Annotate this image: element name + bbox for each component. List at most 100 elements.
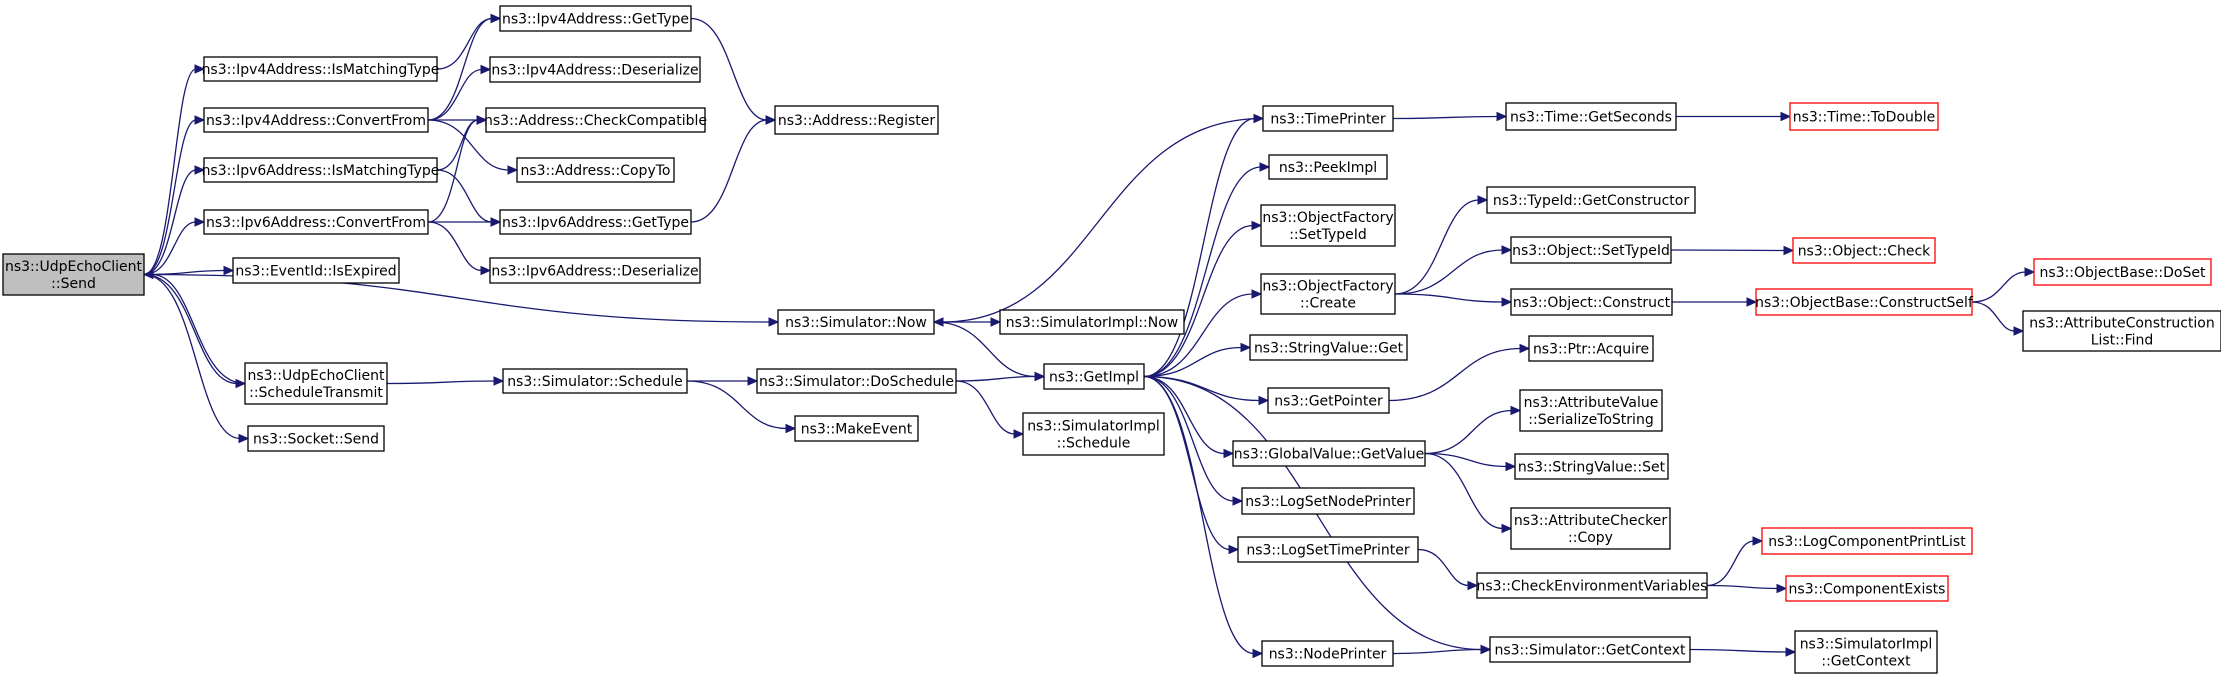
edge-ofCreate-typeIdGetCtor [1394, 199, 1480, 295]
node-logSetTimePrinter[interactable]: ns3::LogSetTimePrinter [1237, 536, 1419, 563]
node-label: ns3::LogSetNodePrinter [1245, 494, 1411, 510]
node-box [499, 209, 692, 235]
node-label: ::Send [51, 276, 96, 292]
node-gvGetValue[interactable]: ns3::GlobalValue::GetValue [1232, 440, 1426, 467]
edge-root-ipv4IsMatching [143, 68, 197, 276]
node-addrCopyTo[interactable]: ns3::Address::CopyTo [516, 157, 675, 183]
node-label: ns3::SimulatorImpl [1027, 419, 1160, 435]
node-box [502, 368, 688, 394]
node-checkEnvVars[interactable]: ns3::CheckEnvironmentVariables [1476, 572, 1708, 599]
arrowhead-objSetTypeId-objCheck [1783, 245, 1795, 256]
node-simImplSchedule[interactable]: ns3::SimulatorImpl::Schedule [1022, 412, 1165, 456]
node-ofCreate[interactable]: ns3::ObjectFactory::Create [1260, 273, 1396, 315]
node-attrCheckerCopy[interactable]: ns3::AttributeChecker::Copy [1510, 507, 1671, 550]
node-simImplGetContext[interactable]: ns3::SimulatorImpl::GetContext [1794, 630, 1938, 674]
node-simSchedule[interactable]: ns3::Simulator::Schedule [502, 368, 688, 394]
node-getImpl[interactable]: ns3::GetImpl [1043, 363, 1145, 390]
node-ofSetTypeId[interactable]: ns3::ObjectFactory::SetTypeId [1260, 204, 1396, 247]
node-timePrinter[interactable]: ns3::TimePrinter [1262, 105, 1394, 132]
node-timeToDouble[interactable]: ns3::Time::ToDouble [1789, 102, 1939, 131]
arrowhead-timeGetSeconds-timeToDouble [1780, 111, 1792, 122]
edge-getImpl-logSetTimePrinter [1143, 375, 1231, 551]
arrowhead-ipv6Convert-addrCheck [476, 115, 488, 125]
node-root[interactable]: ns3::UdpEchoClient::Send [2, 253, 145, 296]
arrowhead-timePrinter-timeGetSeconds [1496, 111, 1508, 122]
edge-getPointer-ptrAcquire [1388, 347, 1522, 402]
node-box [1486, 186, 1696, 214]
node-timeGetSeconds[interactable]: ns3::Time::GetSeconds [1505, 102, 1677, 131]
edge-simDoSchedule-getImpl [955, 375, 1037, 382]
node-simNow[interactable]: ns3::Simulator::Now [777, 309, 935, 335]
node-objBaseConstructSelf[interactable]: ns3::ObjectBase::ConstructSelf [1755, 288, 1974, 316]
node-box [1476, 572, 1708, 599]
edge-ipv4Convert-addrCopyTo [427, 119, 510, 171]
node-objSetTypeId[interactable]: ns3::Object::SetTypeId [1510, 236, 1672, 264]
node-label: ns3::Ipv4Address::ConvertFrom [206, 113, 426, 129]
node-simGetContext[interactable]: ns3::Simulator::GetContext [1489, 636, 1691, 663]
edge-getImpl-ofCreate [1143, 293, 1254, 378]
arrowhead-getImpl-gvGetValue [1223, 448, 1235, 459]
node-logSetNodePrinter[interactable]: ns3::LogSetNodePrinter [1241, 487, 1415, 515]
node-label: ns3::GetPointer [1274, 394, 1383, 410]
node-box [1232, 440, 1426, 467]
node-typeIdGetCtor[interactable]: ns3::TypeId::GetConstructor [1486, 186, 1696, 214]
node-makeEvent[interactable]: ns3::MakeEvent [794, 415, 919, 442]
node-box [1022, 412, 1165, 456]
node-box [1792, 237, 1936, 264]
node-box [1489, 636, 1691, 663]
arrowhead-root-ipv6IsMatching [194, 165, 206, 175]
node-attrValueSerialize[interactable]: ns3::AttributeValue::SerializeToString [1519, 389, 1663, 432]
node-label: ns3::Ipv6Address::ConvertFrom [206, 215, 426, 231]
node-ipv4IsMatching[interactable]: ns3::Ipv4Address::IsMatchingType [202, 56, 440, 82]
node-componentExists[interactable]: ns3::ComponentExists [1785, 575, 1949, 602]
node-label: ::ScheduleTransmit [249, 385, 383, 401]
node-simImplNow[interactable]: ns3::SimulatorImpl::Now [999, 309, 1185, 335]
edge-getImpl-nodePrinter [1143, 375, 1255, 655]
edge-root-udpSchedule [143, 273, 238, 385]
node-ipv6IsMatching[interactable]: ns3::Ipv6Address::IsMatchingType [202, 157, 440, 183]
node-ptrAcquire[interactable]: ns3::Ptr::Acquire [1528, 335, 1654, 362]
arrowhead-root-eventIdExpired [223, 265, 235, 276]
node-label: ns3::LogComponentPrintList [1768, 534, 1966, 550]
node-label: ns3::Object::Construct [1513, 295, 1671, 311]
node-box [756, 368, 957, 394]
edge-timePrinter-timeGetSeconds [1392, 115, 1499, 120]
node-objCheck[interactable]: ns3::Object::Check [1792, 237, 1936, 264]
arrowhead-gvGetValue-stringValueSet [1505, 461, 1517, 472]
node-nodePrinter[interactable]: ns3::NodePrinter [1261, 640, 1394, 667]
node-peekImpl[interactable]: ns3::PeekImpl [1268, 154, 1388, 180]
node-ipv4GetType[interactable]: ns3::Ipv4Address::GetType [499, 5, 692, 32]
node-objConstruct[interactable]: ns3::Object::Construct [1510, 288, 1673, 316]
node-box [1249, 334, 1408, 361]
node-ipv6GetType[interactable]: ns3::Ipv6Address::GetType [499, 209, 692, 235]
node-addrRegister[interactable]: ns3::Address::Register [774, 105, 939, 135]
node-eventIdExpired[interactable]: ns3::EventId::IsExpired [232, 257, 400, 284]
node-simDoSchedule[interactable]: ns3::Simulator::DoSchedule [756, 368, 957, 394]
node-layer: ns3::UdpEchoClient::Send ns3::Ipv4Address… [2, 5, 2221, 674]
node-box [232, 257, 400, 284]
node-udpSchedule[interactable]: ns3::UdpEchoClient::ScheduleTransmit [244, 362, 388, 405]
node-box [499, 5, 692, 32]
node-objBaseDoSet[interactable]: ns3::ObjectBase::DoSet [2033, 258, 2212, 286]
node-stringValueGet[interactable]: ns3::StringValue::Get [1249, 334, 1408, 361]
node-ipv6Convert[interactable]: ns3::Ipv6Address::ConvertFrom [203, 209, 429, 235]
node-addrCheck[interactable]: ns3::Address::CheckCompatible [484, 107, 707, 133]
node-box [1528, 335, 1654, 362]
node-box [1505, 102, 1677, 131]
node-box [1510, 507, 1671, 550]
node-box [1237, 536, 1419, 563]
node-ipv4Convert[interactable]: ns3::Ipv4Address::ConvertFrom [203, 107, 429, 133]
edge-simDoSchedule-simImplSchedule [955, 380, 1016, 435]
edge-udpSchedule-root [151, 273, 246, 385]
node-box [1262, 105, 1394, 132]
node-stringValueSet[interactable]: ns3::StringValue::Set [1514, 453, 1669, 480]
node-ipv4Deser[interactable]: ns3::Ipv4Address::Deserialize [489, 56, 701, 83]
edge-simGetContext-simImplGetContext [1689, 648, 1788, 653]
node-socketSend[interactable]: ns3::Socket::Send [247, 425, 385, 452]
node-box [1268, 154, 1388, 180]
node-ipv6Deser[interactable]: ns3::Ipv6Address::Deserialize [489, 257, 701, 284]
node-logCompPrintList[interactable]: ns3::LogComponentPrintList [1761, 527, 1973, 555]
edge-objBaseConstructSelf-attrConstrListFind [1971, 301, 2016, 332]
node-getPointer[interactable]: ns3::GetPointer [1267, 387, 1390, 414]
